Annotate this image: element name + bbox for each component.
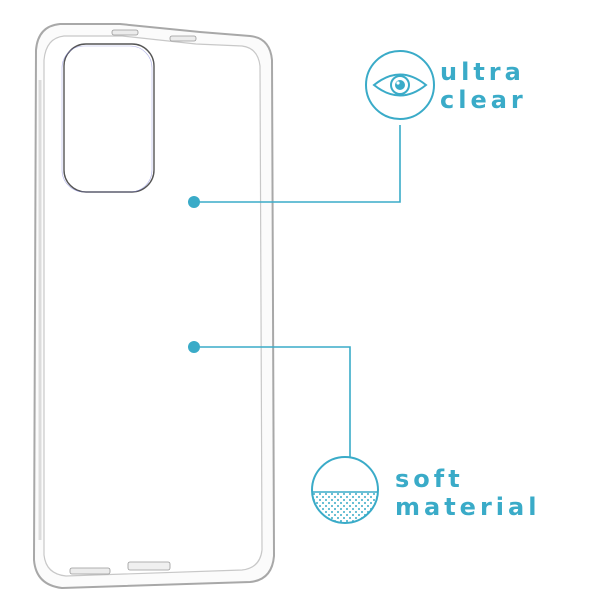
phone-case <box>32 23 276 590</box>
feature-label-line1: soft <box>395 465 464 493</box>
soft-material-icon <box>311 456 379 524</box>
feature-label-line2: clear <box>440 86 527 114</box>
feature-label-line1: ultra <box>440 58 525 86</box>
feature-label-soft-material: soft material <box>395 465 540 521</box>
eye-icon <box>372 73 428 97</box>
callout-dot <box>188 196 200 208</box>
callout-soft-material <box>188 341 379 524</box>
camera-cutout <box>63 43 155 193</box>
feature-label-line2: material <box>395 493 541 521</box>
callout-ultra-clear <box>188 50 435 208</box>
feature-label-ultra-clear: ultra clear <box>440 58 527 114</box>
callout-dot <box>188 341 200 353</box>
